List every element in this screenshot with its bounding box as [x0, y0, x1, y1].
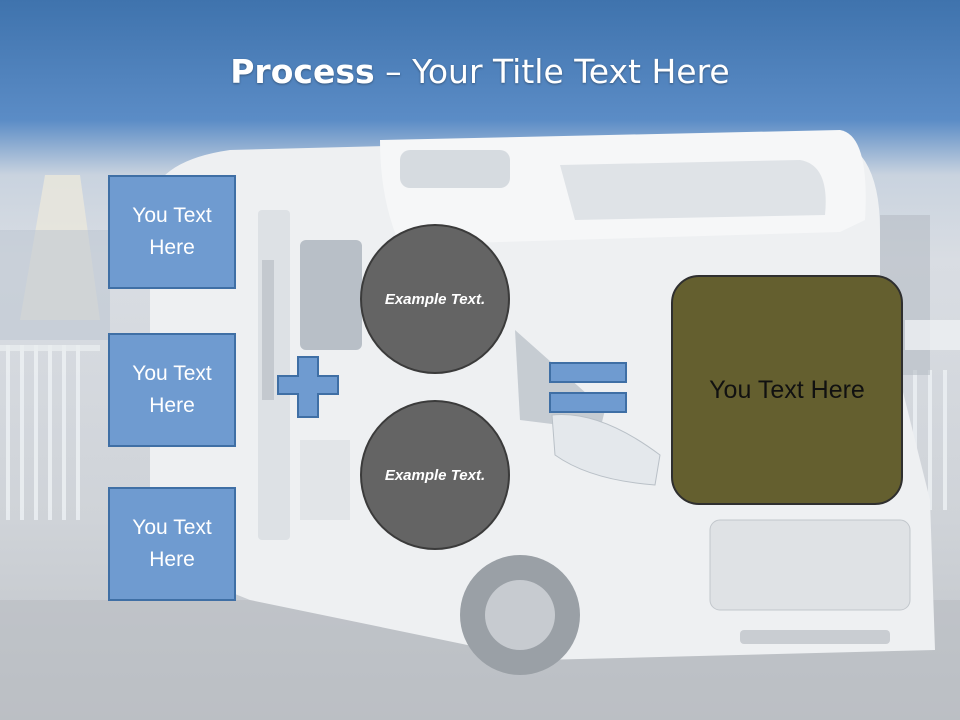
- input-box-3: You Text Here: [108, 487, 236, 601]
- title-bold: Process: [230, 52, 375, 91]
- slide-title: Process – Your Title Text Here: [0, 52, 960, 91]
- input-box-2: You Text Here: [108, 333, 236, 447]
- title-rest: – Your Title Text Here: [374, 52, 730, 91]
- example-circle-1: Example Text.: [360, 224, 510, 374]
- equals-icon-bottom: [549, 392, 627, 413]
- equals-icon-top: [549, 362, 627, 383]
- plus-icon-center: [297, 377, 319, 393]
- result-box: You Text Here: [671, 275, 903, 505]
- input-box-1: You Text Here: [108, 175, 236, 289]
- example-circle-2: Example Text.: [360, 400, 510, 550]
